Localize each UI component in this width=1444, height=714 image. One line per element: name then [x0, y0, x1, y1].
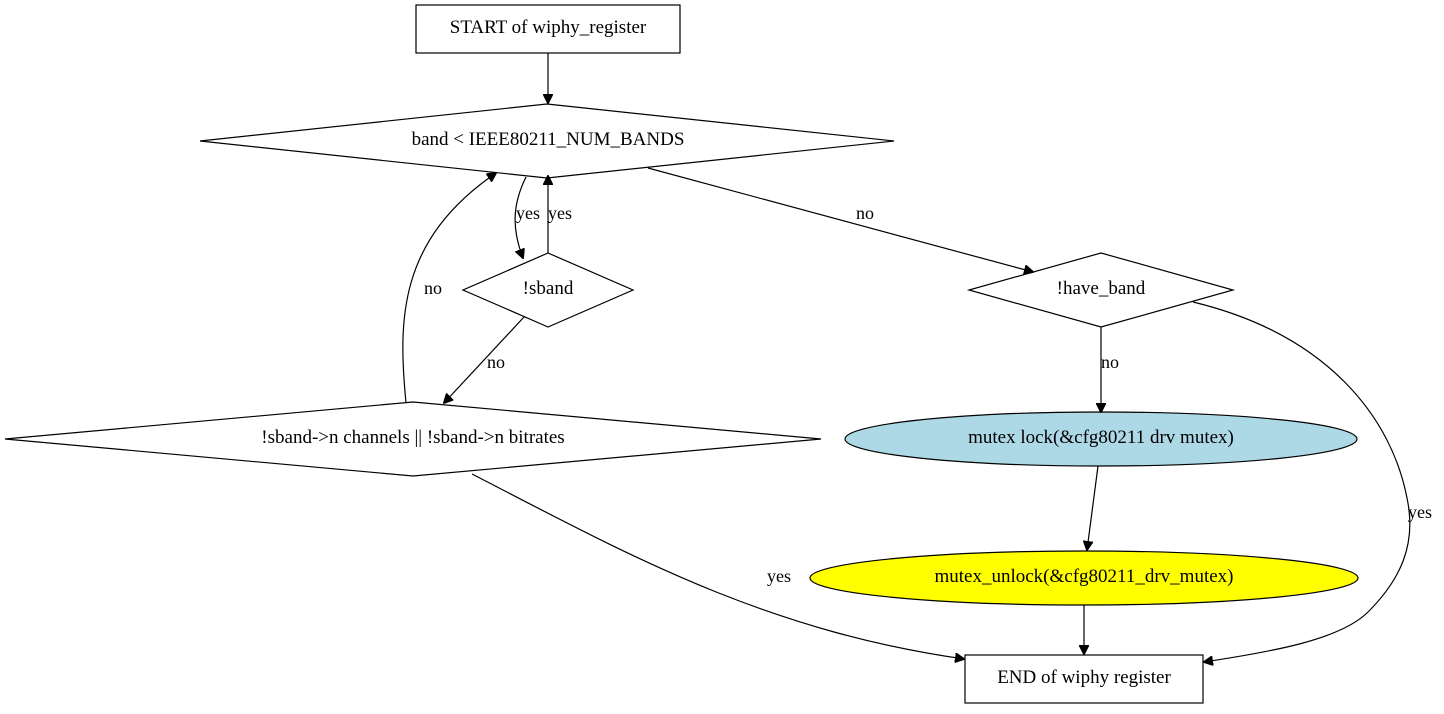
edge-channels-to-band	[402, 173, 496, 404]
node-sband-check: !sband	[461, 252, 635, 328]
label-have-band-to-lock: no	[1101, 352, 1119, 372]
node-band-check: band < IEEE80211_NUM_BANDS	[199, 103, 895, 179]
node-have-band-check: !have_band	[966, 252, 1236, 328]
label-band-to-sband: yes	[516, 203, 540, 223]
node-end: END of wiphy register	[964, 654, 1204, 704]
edge-band-to-have-band	[647, 167, 1033, 272]
mutex-lock-label: mutex lock(&cfg80211 drv mutex)	[968, 427, 1234, 448]
end-box	[964, 654, 1204, 704]
end-label: END of wiphy register	[997, 667, 1171, 688]
start-label: START of wiphy_register	[450, 17, 647, 38]
label-sband-to-channels: no	[487, 352, 505, 372]
node-mutex-unlock: mutex_unlock(&cfg80211_drv_mutex)	[809, 550, 1359, 606]
node-mutex-lock: mutex lock(&cfg80211 drv mutex)	[844, 411, 1358, 467]
label-sband-to-band: yes	[548, 203, 572, 223]
have-band-check-label: !have_band	[1057, 278, 1146, 299]
sband-check-label: !sband	[523, 278, 574, 299]
mutex-unlock-label: mutex_unlock(&cfg80211_drv_mutex)	[934, 566, 1233, 587]
label-channels-to-band: no	[424, 278, 442, 298]
band-check-label: band < IEEE80211_NUM_BANDS	[412, 129, 685, 150]
channels-check-diamond	[4, 401, 822, 477]
node-channels-check: !sband->n channels || !sband->n bitrates	[4, 401, 822, 477]
label-channels-to-end: yes	[767, 566, 791, 586]
channels-check-label: !sband->n channels || !sband->n bitrates	[261, 427, 564, 448]
edge-band-to-sband	[514, 176, 527, 258]
start-box	[415, 4, 681, 54]
sband-check-diamond	[461, 252, 635, 328]
edge-channels-to-end	[471, 473, 964, 659]
edge-have-band-to-end	[1192, 301, 1411, 662]
edge-sband-to-channels	[444, 316, 525, 403]
label-have-band-to-end: yes	[1408, 502, 1432, 522]
node-start: START of wiphy_register	[415, 4, 681, 54]
label-band-to-have-band: no	[856, 203, 874, 223]
edge-lock-to-unlock	[1087, 465, 1099, 550]
